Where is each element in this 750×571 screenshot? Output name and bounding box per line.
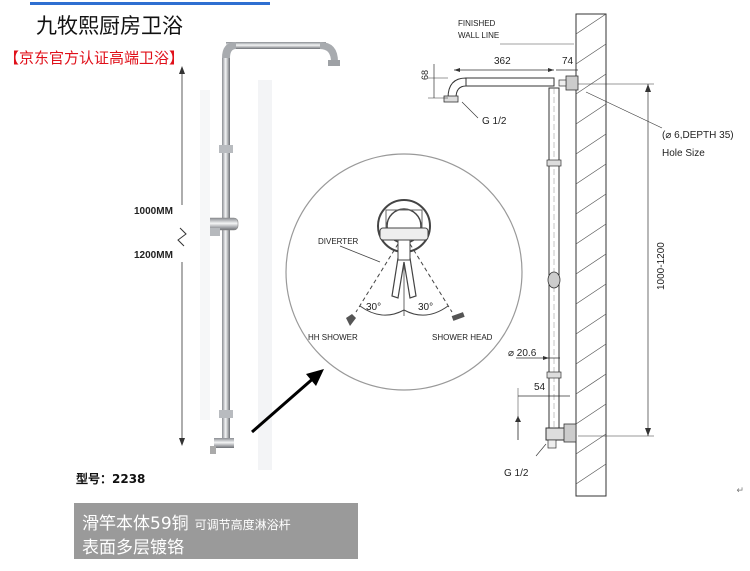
- photo-height-top: 1000MM: [134, 206, 173, 217]
- photo-height-bottom: 1200MM: [134, 250, 173, 261]
- dim-drop: 68: [420, 70, 430, 80]
- pointer-arrow: [251, 369, 324, 434]
- model-label: 型号：2238: [76, 472, 146, 486]
- wall-label-line1: FINISHED: [458, 19, 496, 28]
- photo-height-dimension: [177, 66, 187, 446]
- return-mark: ↵: [736, 485, 744, 495]
- dim-arm-length: 362: [494, 56, 511, 67]
- shower-head-label: SHOWER HEAD: [432, 333, 493, 342]
- thread-top: G 1/2: [482, 116, 507, 127]
- brand-title: 九牧熙厨房卫浴: [36, 14, 183, 38]
- feature-small: 可调节高度淋浴杆: [194, 518, 291, 532]
- rod-diameter: ⌀ 20.6: [508, 348, 537, 359]
- feature-main: 滑竿本体59铜: [82, 514, 189, 534]
- hole-label-line2: Hole Size: [662, 148, 705, 159]
- angle-left: 30°: [366, 302, 381, 313]
- dim-wall-offset: 74: [562, 56, 574, 67]
- hh-shower-label: HH SHOWER: [308, 333, 358, 342]
- diverter-detail-circle: [285, 153, 523, 391]
- technical-drawing: [428, 13, 663, 497]
- feature-line-2: 表面多层镀铬: [82, 538, 184, 558]
- official-badge: 【京东官方认证高端卫浴】: [4, 49, 185, 67]
- height-range: 1000-1200: [656, 242, 667, 290]
- product-photo: [200, 42, 340, 470]
- wall-label-line2: WALL LINE: [458, 31, 499, 40]
- hole-label-line1: (⌀ 6,DEPTH 35): [662, 130, 734, 141]
- feature-line-1: 滑竿本体59铜可调节高度淋浴杆: [82, 509, 291, 534]
- dim-bottom-offset: 54: [534, 382, 546, 393]
- angle-right: 30°: [418, 302, 433, 313]
- brand-underline: [30, 2, 270, 5]
- feature-box: 滑竿本体59铜可调节高度淋浴杆 表面多层镀铬: [74, 503, 358, 559]
- diverter-label: DIVERTER: [318, 237, 359, 246]
- thread-bottom: G 1/2: [504, 468, 529, 479]
